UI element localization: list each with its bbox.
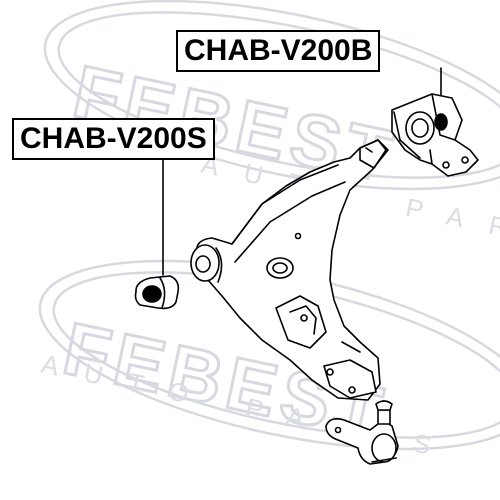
control-arm (190, 139, 389, 401)
part-label-chab-v200b: CHAB-V200B (176, 30, 381, 72)
part-label-chab-v200s: CHAB-V200S (12, 118, 215, 160)
bushing-v200s (134, 275, 180, 310)
bushing-v200b (391, 93, 479, 177)
watermark-logo-upper (43, 0, 500, 191)
ball-joint (325, 400, 399, 465)
